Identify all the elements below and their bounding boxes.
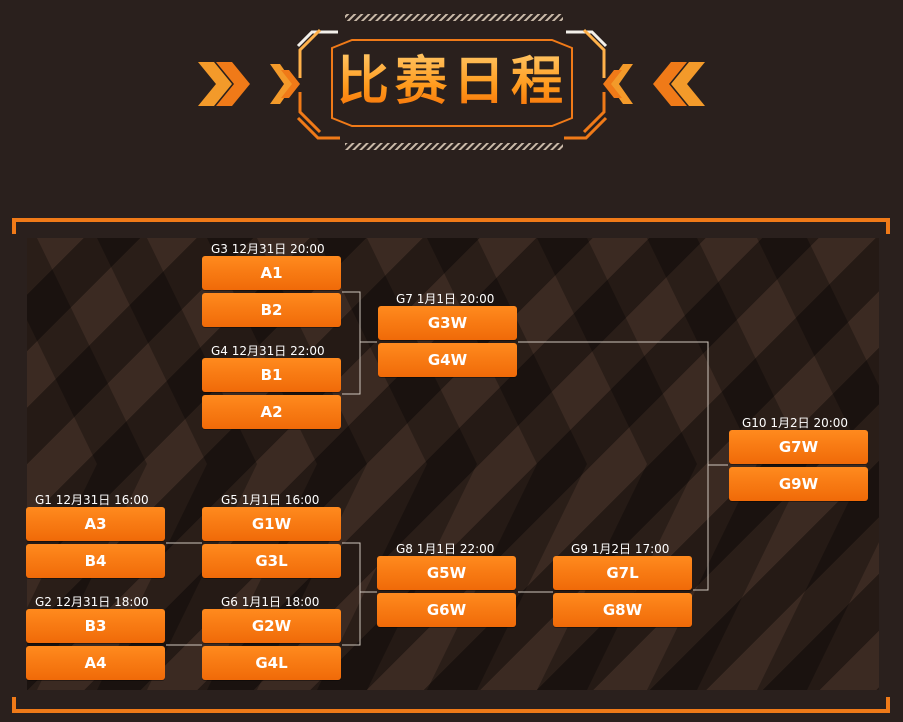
match-g4-label: G4 12月31日 22:00 bbox=[211, 344, 325, 358]
match-g5-team-1[interactable]: G1W bbox=[202, 507, 341, 541]
match-g6-team-1[interactable]: G2W bbox=[202, 609, 341, 643]
hatch-bar-top bbox=[345, 14, 563, 21]
title-frame-left-top bbox=[296, 30, 338, 48]
match-g5-team-2[interactable]: G3L bbox=[202, 544, 341, 578]
match-g2-team-2[interactable]: A4 bbox=[26, 646, 165, 680]
match-g4-team-2[interactable]: A2 bbox=[202, 395, 341, 429]
match-g10-team-1[interactable]: G7W bbox=[729, 430, 868, 464]
match-g2-label: G2 12月31日 18:00 bbox=[35, 595, 149, 609]
panel-frame-top bbox=[12, 218, 890, 222]
match-g3-team-1[interactable]: A1 bbox=[202, 256, 341, 290]
panel-frame-bottom-right-tick bbox=[886, 697, 890, 713]
match-g7-team-2[interactable]: G4W bbox=[378, 343, 517, 377]
panel-frame-bottom-left-tick bbox=[12, 697, 16, 713]
match-g1-team-1[interactable]: A3 bbox=[26, 507, 165, 541]
chevron-right-small-icon bbox=[603, 64, 633, 104]
match-g3-team-2[interactable]: B2 bbox=[202, 293, 341, 327]
match-g10-team-2[interactable]: G9W bbox=[729, 467, 868, 501]
match-g9-label: G9 1月2日 17:00 bbox=[571, 542, 670, 556]
match-g5-label: G5 1月1日 16:00 bbox=[221, 493, 320, 507]
match-g3-label: G3 12月31日 20:00 bbox=[211, 242, 325, 256]
panel-frame-top-left-tick bbox=[12, 218, 16, 234]
match-g7-team-1[interactable]: G3W bbox=[378, 306, 517, 340]
match-g8-label: G8 1月1日 22:00 bbox=[396, 542, 495, 556]
match-g8-team-1[interactable]: G5W bbox=[377, 556, 516, 590]
title-frame-right-top bbox=[566, 30, 608, 48]
match-g6-label: G6 1月1日 18:00 bbox=[221, 595, 320, 609]
match-g8-team-2[interactable]: G6W bbox=[377, 593, 516, 627]
match-g2-team-1[interactable]: B3 bbox=[26, 609, 165, 643]
double-chevron-left-icon bbox=[198, 62, 250, 106]
match-g4-team-1[interactable]: B1 bbox=[202, 358, 341, 392]
double-chevron-right-icon bbox=[653, 62, 705, 106]
title-frame-left-bottom bbox=[296, 116, 340, 140]
panel-frame-bottom bbox=[12, 709, 890, 713]
match-g1-label: G1 12月31日 16:00 bbox=[35, 493, 149, 507]
match-g6-team-2[interactable]: G4L bbox=[202, 646, 341, 680]
match-g1-team-2[interactable]: B4 bbox=[26, 544, 165, 578]
chevron-left-small-icon bbox=[270, 64, 300, 104]
hatch-bar-bottom bbox=[345, 143, 563, 150]
header-decoration bbox=[198, 14, 705, 150]
title-frame-right-bottom bbox=[564, 116, 608, 140]
page-title: 比赛日程 bbox=[308, 42, 598, 122]
title-frame-inner bbox=[331, 39, 573, 127]
match-g9-team-2[interactable]: G8W bbox=[553, 593, 692, 627]
match-g9-team-1[interactable]: G7L bbox=[553, 556, 692, 590]
panel-frame-top-right-tick bbox=[886, 218, 890, 234]
match-g7-label: G7 1月1日 20:00 bbox=[396, 292, 495, 306]
match-g10-label: G10 1月2日 20:00 bbox=[742, 416, 849, 430]
